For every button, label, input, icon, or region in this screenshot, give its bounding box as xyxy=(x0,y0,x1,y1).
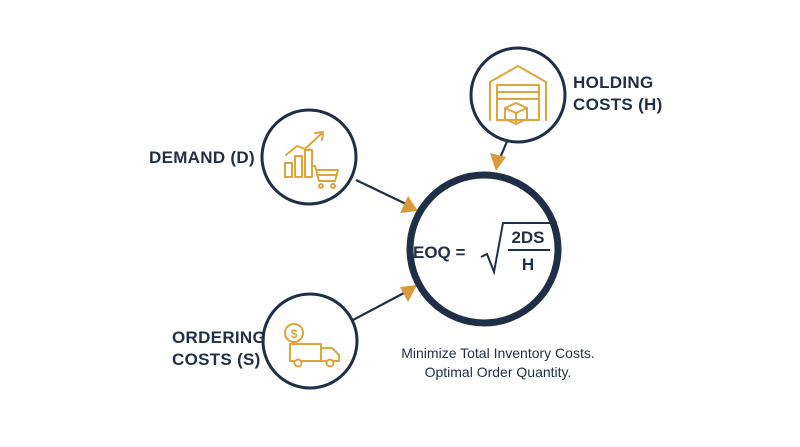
caption: Minimize Total Inventory Costs. Optimal … xyxy=(388,344,608,382)
bar-chart-trend-cart-icon xyxy=(284,131,339,189)
holding-node xyxy=(469,46,567,144)
warehouse-box-icon xyxy=(489,65,547,125)
formula-lhs: EOQ = xyxy=(413,243,466,262)
holding-label: HOLDING COSTS (H) xyxy=(573,72,663,116)
arrow-demand-to-eoq xyxy=(355,179,418,213)
caption-line1: Minimize Total Inventory Costs. xyxy=(401,345,595,361)
eoq-center-circle xyxy=(406,171,562,327)
formula-denominator: H xyxy=(522,255,534,274)
ordering-label-line1: ORDERING xyxy=(172,328,267,347)
holding-label-line2: COSTS (H) xyxy=(573,95,663,114)
arrow-ordering-to-eoq xyxy=(352,285,417,321)
demand-label: DEMAND (D) xyxy=(149,147,255,169)
demand-label-text: DEMAND (D) xyxy=(149,148,255,167)
dollar-coin-delivery-truck-icon xyxy=(284,323,340,368)
radical-sign-icon xyxy=(480,222,557,276)
formula-numerator: 2DS xyxy=(511,228,544,247)
caption-line2: Optimal Order Quantity. xyxy=(424,364,572,380)
ordering-node: $ xyxy=(261,292,359,390)
holding-label-line1: HOLDING xyxy=(573,73,654,92)
eoq-formula: EOQ = 2DS H xyxy=(413,222,557,276)
ordering-label: ORDERING COSTS (S) xyxy=(172,327,266,371)
arrow-holding-to-eoq xyxy=(490,138,510,171)
ordering-label-line2: COSTS (S) xyxy=(172,350,261,369)
dollar-icon: $ xyxy=(291,327,298,341)
demand-node xyxy=(260,108,358,206)
